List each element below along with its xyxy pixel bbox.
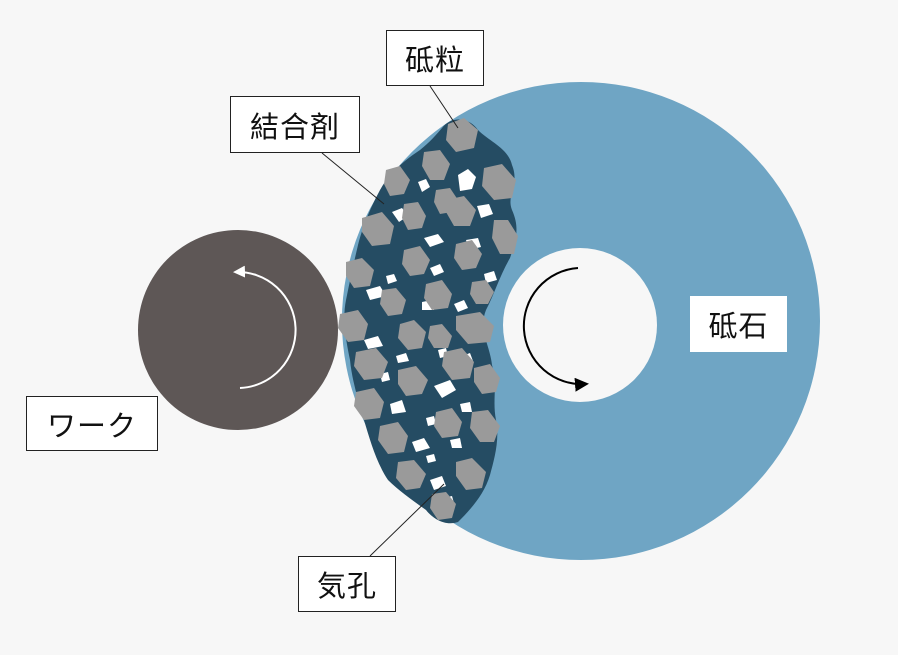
pore [454, 300, 468, 312]
wheel-rotation-arrow [522, 267, 589, 392]
pore [418, 179, 430, 192]
pore-label: 気孔 [298, 556, 396, 612]
pore [430, 264, 444, 276]
abrasive-grain [424, 280, 452, 310]
abrasive-grain [470, 410, 500, 442]
abrasive-grain [446, 196, 476, 226]
abrasive-grain [454, 240, 482, 270]
pore [426, 454, 436, 463]
abrasive-grain [446, 118, 478, 152]
pore [434, 380, 456, 398]
workpiece [138, 230, 338, 430]
abrasive-grain [492, 220, 518, 254]
pore [424, 234, 444, 247]
abrasive-grain [362, 212, 394, 246]
leader-line-bond [321, 152, 385, 205]
abrasive-grain [474, 364, 500, 394]
abrasive-grain [482, 164, 516, 200]
pore [426, 416, 436, 426]
pore [364, 336, 383, 349]
pore [484, 271, 497, 283]
abrasive-grain [428, 324, 452, 348]
pore [458, 169, 476, 191]
abrasive-grain [378, 422, 408, 454]
abrasive-grain [434, 408, 462, 438]
abrasive-grain [354, 388, 384, 420]
pore [386, 274, 397, 284]
abrasive-grain [470, 280, 494, 304]
abrasive-grain [442, 348, 474, 380]
pore [396, 353, 409, 363]
abrasive-grain [398, 320, 426, 350]
abrasive-grain [338, 310, 368, 342]
leader-line-grain [429, 85, 459, 129]
abrasive-grain [456, 312, 494, 344]
abrasive-grain-label: 砥粒 [386, 30, 484, 86]
abrasive-grains [338, 118, 518, 520]
pore [450, 438, 462, 448]
pore [390, 400, 406, 414]
abrasive-grain [422, 150, 450, 180]
abrasive-grain [346, 258, 374, 288]
abrasive-grain [396, 460, 426, 490]
workpiece-label: ワーク [26, 396, 158, 451]
workpiece-rotation-arrow [233, 265, 297, 389]
abrasive-grain [384, 166, 410, 196]
abrasive-grain [402, 202, 426, 230]
abrasive-grain [398, 366, 428, 396]
abrasive-grain [430, 492, 456, 520]
abrasive-grain [456, 458, 486, 490]
pore [460, 402, 472, 412]
pore [412, 438, 430, 452]
abrasive-grain [354, 348, 388, 380]
grinding-wheel-label: 砥石 [690, 296, 787, 352]
pore [477, 204, 493, 218]
leader-line-pore [369, 483, 445, 557]
pore [366, 286, 386, 300]
bond-label: 結合剤 [230, 96, 360, 153]
abrasive-grain [402, 246, 430, 276]
abrasive-grain [380, 288, 406, 316]
